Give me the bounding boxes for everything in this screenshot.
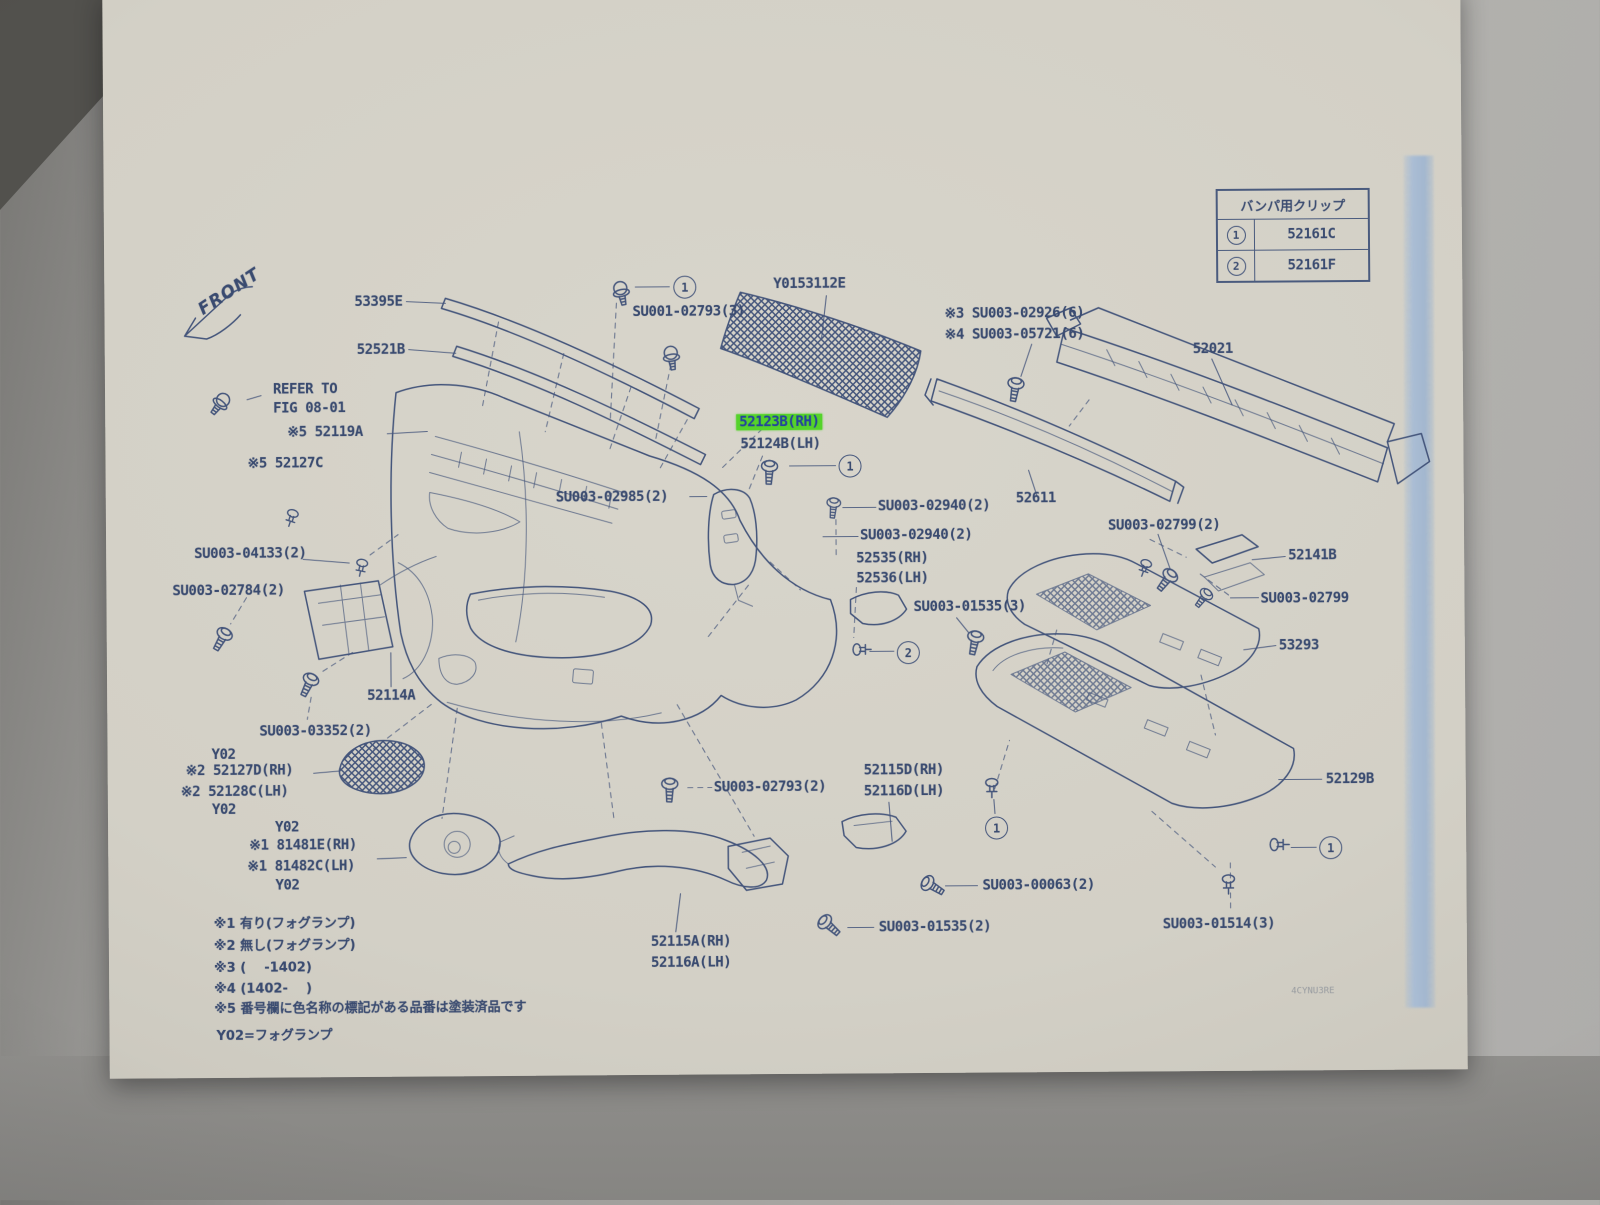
bracket-52114a-drawing (303, 555, 437, 661)
callout-circle-1d: 1 (1319, 836, 1343, 860)
fastener-label-su003-02799-qty2: SU003-02799(2) (1107, 516, 1221, 534)
fog-cover-81481e-drawing (408, 812, 501, 876)
callout-circle-2: 2 (896, 641, 920, 665)
under-cover-52129b-drawing (975, 633, 1295, 809)
fastener-label-su003-02940-a: SU003-02940(2) (877, 497, 991, 515)
legend-y02: Y02=フォグランプ (216, 1028, 333, 1044)
refer-to-note-line2: FIG 08-01 (273, 400, 346, 417)
callout-number: 1 (846, 459, 854, 474)
bracket-52141b-drawing (1195, 534, 1265, 592)
part-label-52127c: ※5 52127C (247, 455, 324, 472)
front-arrow-icon (183, 285, 254, 340)
fastener-label-su001-02793: SU001-02793(3) (632, 303, 745, 321)
fastener-label-su003-02799: SU003-02799 (1260, 590, 1349, 607)
part-label-52127d: ※2 52127D(RH) (185, 762, 294, 780)
bumper-absorber-drawing (924, 378, 1185, 505)
fastener-label-su003-02940-b: SU003-02940(2) (859, 526, 973, 544)
footnote-5: ※5 番号欄に色名称の標記がある品番は塗装済品です (214, 999, 527, 1017)
clip-part-number: 52161C (1287, 226, 1336, 243)
callout-circle-1b: 1 (838, 454, 862, 478)
fastener-label-su003-04133: SU003-04133(2) (194, 545, 307, 563)
part-label-81481e: ※1 81481E(RH) (249, 836, 357, 854)
part-label-52124b: 52124B(LH) (740, 435, 821, 453)
callout-number: 2 (904, 645, 913, 660)
bumper-reinforcement-drawing (1045, 307, 1431, 485)
clip-table-row: 1 52161C (1217, 218, 1369, 251)
upper-retainer-strips (440, 297, 707, 466)
clip-table-number-cell: 2 (1218, 250, 1256, 281)
part-label-52115d: 52115D(RH) (863, 761, 945, 779)
clip-table-header: バンパ用クリップ (1217, 189, 1368, 220)
part-label-52123b-highlighted: 52123B(RH) (736, 413, 823, 431)
clip-table: バンパ用クリップ 1 52161C 2 52161F (1215, 187, 1371, 283)
fastener-label-su003-01535-qty3: SU003-01535(3) (913, 598, 1026, 616)
part-label-52521b: 52521B (356, 341, 405, 358)
clip-table-number-cell: 1 (1217, 219, 1256, 250)
part-label-52119a: ※5 52119A (287, 423, 363, 441)
fastener-label-su003-01535-qty2: SU003-01535(2) (878, 918, 992, 936)
fastener-label-su003-01514: SU003-01514(3) (1162, 915, 1276, 933)
footnote-2: ※2 無し(フォグランプ) (213, 938, 356, 954)
radiator-grille-drawing (719, 291, 922, 419)
part-label-52611: 52611 (1015, 490, 1056, 507)
part-label-y0153112e: Y0153112E (773, 275, 846, 293)
color-code-y02-d: Y02 (275, 877, 300, 894)
bumper-cover-drawing (390, 383, 838, 730)
callout-circle-1a: 1 (673, 275, 697, 299)
document-code: 4CYNU3RE (1291, 986, 1335, 997)
under-cover-53293-drawing (1006, 552, 1261, 689)
part-label-52116d: 52116D(LH) (863, 782, 945, 800)
part-label-52129b: 52129B (1325, 770, 1374, 788)
leader-lines (246, 286, 1323, 933)
fastener-label-su003-02926: ※3 SU003-02926(6) (944, 304, 1085, 322)
assembly-dashed-lines (230, 302, 1232, 912)
part-label-53395e: 53395E (354, 293, 403, 311)
fastener-label-su003-00063: SU003-00063(2) (982, 876, 1095, 894)
color-code-y02-b: Y02 (211, 801, 237, 819)
part-label-52128c: ※2 52128C(LH) (180, 783, 289, 801)
part-label-52141b: 52141B (1288, 547, 1337, 564)
clip-part-number: 52161F (1287, 257, 1336, 274)
callout-number: 1 (1327, 840, 1335, 855)
desk-surface (0, 1056, 1600, 1200)
part-label-52114a: 52114A (367, 687, 416, 704)
fastener-label-su003-03352: SU003-03352(2) (259, 722, 372, 740)
callout-circle-1c: 1 (984, 816, 1009, 840)
footnote-1: ※1 有り(フォグランプ) (213, 916, 356, 932)
part-label-53293: 53293 (1278, 637, 1320, 654)
paper-page: FRONT 53395E 52521B REFER TO FIG 08-01 ※… (102, 0, 1468, 1079)
part-label-52115a: 52115A(RH) (650, 933, 732, 950)
part-label-52021: 52021 (1192, 340, 1233, 358)
bracket-52123b-drawing (707, 488, 758, 607)
part-label-52116a: 52116A(LH) (650, 954, 732, 971)
circled-number-2: 2 (1226, 256, 1246, 276)
fastener-label-su003-02985: SU003-02985(2) (555, 488, 669, 506)
color-code-y02-a: Y02 (211, 746, 236, 764)
part-label-81482c: ※1 81482C(LH) (247, 858, 356, 875)
part-label-52535: 52535(RH) (856, 549, 929, 567)
callout-number: 1 (681, 280, 689, 295)
fastener-label-su003-05721: ※4 SU003-05721(6) (944, 325, 1085, 343)
part-label-52536: 52536(LH) (856, 569, 929, 587)
footnote-4: ※4 (1402- ) (214, 981, 313, 997)
fog-cover-52127d-drawing (338, 739, 425, 795)
fastener-label-su003-02793-qty2: SU003-02793(2) (713, 778, 827, 796)
lower-retainer-52115a-drawing (498, 829, 790, 892)
bracket-52535-drawing (849, 591, 908, 626)
footnote-3: ※3 ( -1402) (213, 960, 312, 976)
fastener-label-su003-02784: SU003-02784(2) (172, 582, 285, 600)
screw-icon (205, 389, 235, 420)
clip-table-row: 2 52161F (1218, 250, 1368, 281)
circled-number-1: 1 (1226, 225, 1246, 245)
callout-number: 1 (992, 821, 1001, 836)
refer-to-note-line1: REFER TO (272, 381, 338, 398)
bracket-52115d-drawing (841, 813, 907, 850)
color-code-y02-c: Y02 (275, 819, 300, 836)
